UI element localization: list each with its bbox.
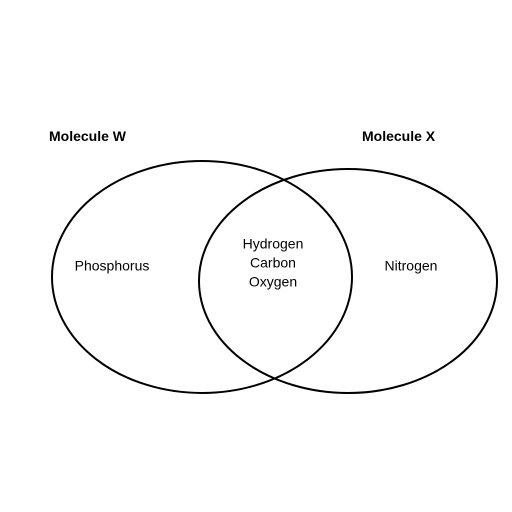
molecule-w-circle: [51, 160, 353, 394]
molecule-w-only-region: Phosphorus: [75, 257, 150, 276]
hydrogen-label: Hydrogen: [242, 235, 304, 252]
phosphorus-label: Phosphorus: [74, 257, 150, 274]
molecule-x-label: Molecule X: [362, 128, 436, 144]
oxygen-label: Oxygen: [248, 273, 298, 290]
molecule-w-label: Molecule W: [49, 128, 127, 144]
shared-region: Hydrogen Carbon Oxygen: [243, 235, 304, 292]
carbon-label: Carbon: [250, 254, 296, 271]
nitrogen-label: Nitrogen: [384, 257, 438, 274]
molecule-x-only-region: Nitrogen: [385, 257, 438, 276]
molecule-x-circle: [198, 168, 498, 394]
